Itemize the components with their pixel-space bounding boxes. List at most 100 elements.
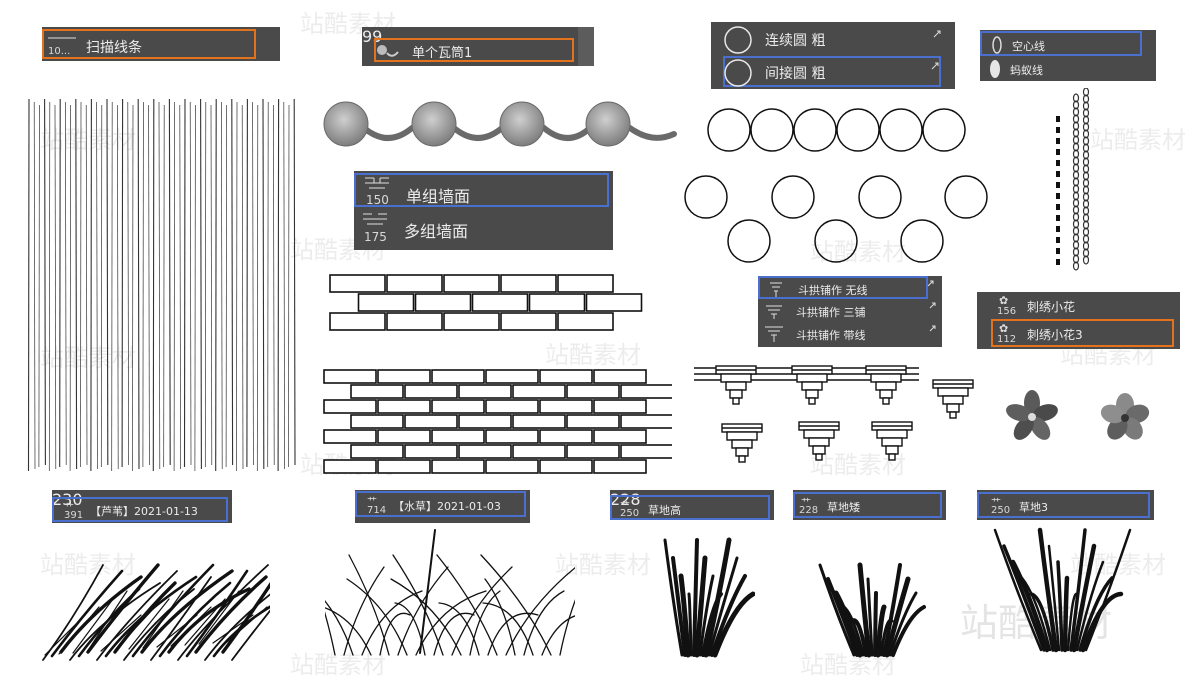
brush-panel-grass3: ⺾ 250 草地3 xyxy=(977,490,1154,520)
flower-illustration xyxy=(1006,390,1150,440)
brush-name: 草地高 xyxy=(648,504,681,517)
wall-preview-icon xyxy=(363,213,387,225)
grass3-illustration xyxy=(993,527,1132,653)
brush-size: 228 xyxy=(610,490,641,509)
brush-size: 230 xyxy=(52,490,83,509)
expand-icon[interactable] xyxy=(929,302,936,309)
brush-item-water-grass[interactable]: ⺾ 714 【水草】2021-01-03 xyxy=(355,491,526,517)
brush-preview-icon xyxy=(48,37,76,39)
brush-item-embroidery-flower[interactable]: ✿ 156 刺绣小花 xyxy=(977,293,1166,318)
circles-illustration xyxy=(684,108,988,263)
expand-icon[interactable] xyxy=(931,62,939,70)
brush-preview-icon xyxy=(990,60,1000,78)
brush-item-indirect-circle[interactable]: 间接圆 粗 xyxy=(723,56,941,87)
brush-name: 多组墙面 xyxy=(404,222,469,241)
reed-illustration xyxy=(42,563,270,661)
brush-panel-walls: 150 单组墙面 175 多组墙面 xyxy=(354,171,613,250)
brush-name: 草地矮 xyxy=(827,501,860,514)
brush-name: 斗拱铺作 三铺 xyxy=(796,306,866,319)
brush-name: 单组墙面 xyxy=(406,187,471,206)
flower-preview-icon: ✿ xyxy=(999,294,1009,307)
brush-size: 175 xyxy=(364,230,387,244)
brush-panel-water-grass: ⺾ 714 【水草】2021-01-03 xyxy=(355,490,530,523)
brush-size: 10... xyxy=(48,46,71,57)
brush-size: 228 xyxy=(799,505,819,516)
brush-item-single-tile[interactable]: 单个瓦筒1 xyxy=(374,38,574,62)
bracket-preview-icon xyxy=(770,282,782,297)
brush-size: 391 xyxy=(64,510,84,521)
single-wall-illustration xyxy=(329,274,643,331)
brush-panel-grass-short: ⺾ 228 草地矮 xyxy=(793,490,946,520)
brush-panel-grass-tall: 228 ⺾ 250 草地高 xyxy=(610,490,774,520)
brush-item-grass-tall[interactable]: ⺾ 250 草地高 xyxy=(610,495,770,520)
brush-panel-scan-lines: 10... 扫描线条 xyxy=(42,27,280,61)
brush-name: 【芦苇】2021-01-13 xyxy=(90,505,198,518)
grass-tall-illustration xyxy=(663,537,755,658)
grass-preview-icon: ⺾ xyxy=(367,497,377,508)
water-grass-illustration xyxy=(325,529,575,656)
brush-panel-single-tile: 99 单个瓦筒1 xyxy=(362,27,594,66)
tile-tube-illustration xyxy=(323,101,677,147)
brush-item-dougong-three[interactable]: 斗拱铺作 三铺 xyxy=(758,300,936,322)
brush-name: 【水草】2021-01-03 xyxy=(393,500,501,513)
brush-panel-dougong: 斗拱铺作 无线 斗拱铺作 三铺 斗拱铺作 带线 xyxy=(758,276,942,347)
brush-name: 刺绣小花3 xyxy=(1027,328,1083,342)
brush-item-reed[interactable]: ⺾ 391 【芦苇】2021-01-13 xyxy=(52,497,228,522)
bracket-preview-icon xyxy=(766,305,782,319)
brush-panel-reed: 230 ⺾ 391 【芦苇】2021-01-13 xyxy=(52,490,232,523)
brush-item-grass-short[interactable]: ⺾ 228 草地矮 xyxy=(793,492,942,518)
brush-size: 99 xyxy=(362,27,383,46)
expand-icon[interactable] xyxy=(927,280,934,287)
bracket-preview-icon xyxy=(765,326,783,342)
brush-name: 草地3 xyxy=(1019,501,1048,514)
brush-item-continuous-circle[interactable]: 连续圆 粗 xyxy=(711,24,951,54)
brush-item-ant-line[interactable]: 蚂蚁线 xyxy=(980,57,1142,81)
brush-item-scan-lines[interactable]: 10... 扫描线条 xyxy=(42,29,256,59)
brush-name: 连续圆 粗 xyxy=(765,33,826,49)
brush-name: 刺绣小花 xyxy=(1027,300,1076,314)
watermark: 站酷素材 xyxy=(1090,126,1186,154)
brush-item-grass3[interactable]: ⺾ 250 草地3 xyxy=(977,492,1150,518)
brush-item-dougong-line[interactable]: 斗拱铺作 带线 xyxy=(758,323,936,346)
brush-preview-icon xyxy=(377,45,399,57)
brush-item-single-wall[interactable]: 150 单组墙面 xyxy=(354,173,609,207)
brush-size: 250 xyxy=(620,508,640,519)
brush-name: 单个瓦筒1 xyxy=(412,46,473,61)
brush-preview-icon xyxy=(992,36,1002,54)
brush-name: 蚂蚁线 xyxy=(1010,64,1043,77)
panel-scrollbar[interactable] xyxy=(578,27,594,66)
watermark: 站酷素材 xyxy=(545,341,641,369)
wall-preview-icon xyxy=(365,177,389,189)
brush-item-embroidery-flower3[interactable]: ✿ 112 刺绣小花3 xyxy=(991,319,1174,347)
brush-item-multi-wall[interactable]: 175 多组墙面 xyxy=(354,210,609,248)
grass-preview-icon: ⺾ xyxy=(620,501,630,512)
grass-short-illustration xyxy=(818,562,926,658)
brush-panel-flowers: ✿ 156 刺绣小花 ✿ 112 刺绣小花3 xyxy=(977,292,1180,349)
brush-name: 扫描线条 xyxy=(86,40,142,56)
brush-panel-lines: 空心线 蚂蚁线 xyxy=(980,30,1156,81)
circle-preview-icon xyxy=(724,26,752,54)
brush-name: 斗拱铺作 无线 xyxy=(798,284,868,297)
expand-icon[interactable] xyxy=(933,30,941,38)
brush-name: 空心线 xyxy=(1012,40,1045,53)
brush-size: 156 xyxy=(997,306,1017,317)
brush-name: 斗拱铺作 带线 xyxy=(796,329,866,342)
dougong-illustration xyxy=(694,365,974,463)
line-samples-illustration xyxy=(1056,88,1090,271)
brush-size: 112 xyxy=(997,334,1017,345)
brush-size: 714 xyxy=(367,505,387,516)
expand-icon[interactable] xyxy=(929,325,936,332)
grass-preview-icon: ⺾ xyxy=(801,498,811,509)
brush-item-hollow-line[interactable]: 空心线 xyxy=(980,31,1142,56)
scan-lines-illustration xyxy=(27,98,296,472)
flower-preview-icon: ✿ xyxy=(999,322,1009,335)
brush-name: 间接圆 粗 xyxy=(765,66,826,82)
brush-item-dougong-noline[interactable]: 斗拱铺作 无线 xyxy=(758,276,934,299)
brush-size: 150 xyxy=(366,193,389,207)
grass-preview-icon: ⺾ xyxy=(991,498,1001,509)
grass-preview-icon: ⺾ xyxy=(64,503,74,514)
brush-panel-circles: 连续圆 粗 间接圆 粗 xyxy=(711,22,955,89)
multi-wall-illustration xyxy=(323,369,672,474)
brush-size: 250 xyxy=(991,505,1011,516)
circle-preview-icon xyxy=(724,59,752,87)
